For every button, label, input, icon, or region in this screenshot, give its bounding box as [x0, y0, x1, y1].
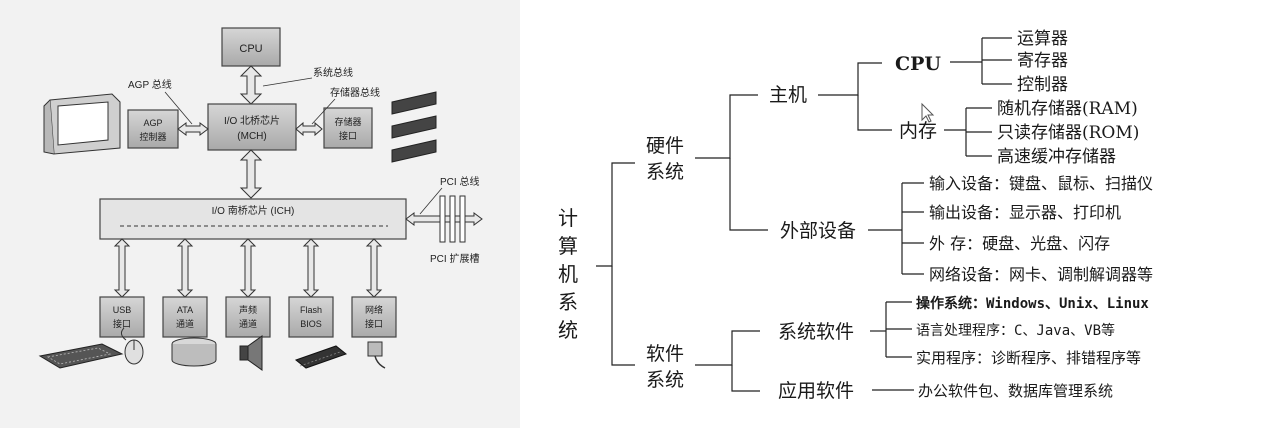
memory-cache: 高速缓冲存储器: [997, 147, 1116, 167]
system-bus-arrow: [239, 65, 263, 105]
system-classification-panel: 计 算 机 系 统 硬件 系统 主机 CPU 运算器 寄存器 控制器 内存 随机…: [520, 0, 1280, 428]
cpu-box: [221, 27, 281, 67]
monitor-icon: [43, 93, 121, 155]
memory-bus-pointer: [311, 98, 336, 125]
hardware-system-label-2: 系统: [646, 161, 684, 183]
speaker-icon: [239, 335, 263, 371]
tree-connectors: [596, 37, 1012, 392]
bios-chip-icon: [294, 345, 348, 369]
agp-controller-label-1: AGP: [143, 118, 162, 128]
system-software-lang: 语言处理程序：C、Java、VB等: [916, 322, 1115, 339]
audio-channel-box: [225, 296, 271, 338]
software-system-label-1: 软件: [646, 343, 684, 365]
pci-slot-label: PCI 扩展槽: [430, 252, 479, 265]
mouse-icon: [120, 327, 144, 365]
peripheral-storage: 外 存：硬盘、光盘、闪存: [929, 234, 1110, 253]
system-software-utils: 实用程序：诊断程序、排错程序等: [916, 349, 1141, 367]
peripheral-output: 输出设备：显示器、打印机: [929, 203, 1121, 222]
agp-bus-pointer: [164, 91, 193, 125]
cpu-part-controller: 控制器: [1017, 75, 1068, 95]
root-label-char-5: 统: [558, 318, 578, 342]
usb-interface-label-1: USB: [113, 305, 132, 315]
hub-link-arrow: [239, 149, 263, 199]
ata-channel-label-1: ATA: [177, 305, 193, 315]
flash-bios-label-2: BIOS: [300, 319, 322, 329]
ram-modules-icon: [391, 91, 437, 163]
network-interface-label-2: 接口: [365, 318, 383, 329]
app-software-item: 办公软件包、数据库管理系统: [918, 382, 1113, 400]
cpu-label: CPU: [239, 43, 262, 55]
network-interface-box: [351, 296, 397, 338]
agp-bus-arrow: [177, 122, 209, 136]
network-interface-label-1: 网络: [365, 304, 383, 315]
mouse-cursor-icon: [921, 102, 935, 123]
software-system-label-2: 系统: [646, 369, 684, 391]
cpu-part-register: 寄存器: [1017, 51, 1068, 71]
root-label-char-3: 机: [558, 262, 578, 286]
flash-bios-box: [288, 296, 334, 338]
root-label-char-2: 算: [558, 234, 578, 258]
ata-channel-label-2: 通道: [176, 318, 194, 329]
memory-rom: 只读存储器(ROM): [997, 123, 1139, 143]
audio-channel-label-2: 通道: [239, 318, 257, 329]
system-bus-pointer: [262, 77, 313, 87]
memory-ram: 随机存储器(RAM): [997, 99, 1138, 119]
cpu-node-label: CPU: [895, 53, 941, 75]
pci-bus-label: PCI 总线: [440, 175, 479, 188]
memory-label: 内存: [899, 120, 937, 142]
north-bridge-box: [207, 103, 297, 151]
peripherals-label: 外部设备: [780, 220, 856, 242]
hardware-architecture-panel: CPU 系统总线 I/O 北桥芯片 (MCH) AGP 控制器 AGP 总线 存…: [0, 0, 520, 428]
north-bridge-label-1: I/O 北桥芯片: [224, 114, 280, 127]
agp-controller-box: [127, 109, 179, 149]
io-channel-arrows: [113, 238, 383, 298]
flash-bios-label-1: Flash: [300, 305, 322, 315]
audio-channel-label-1: 声频: [239, 304, 257, 315]
north-bridge-label-2: (MCH): [237, 131, 266, 142]
mem-bus-arrow: [295, 121, 323, 137]
keyboard-icon: [38, 343, 124, 369]
system-software-os: 操作系统：Windows、Unix、Linux: [916, 295, 1149, 312]
south-bridge-box: [99, 198, 407, 240]
host-label: 主机: [769, 84, 807, 106]
ata-channel-box: [162, 296, 208, 338]
system-bus-label: 系统总线: [313, 66, 353, 79]
memory-bus-label: 存储器总线: [330, 86, 380, 99]
hardware-system-label-1: 硬件: [646, 135, 684, 157]
peripheral-network: 网络设备：网卡、调制解调器等: [929, 265, 1153, 284]
peripheral-input: 输入设备：键盘、鼠标、扫描仪: [929, 174, 1153, 193]
memory-interface-box: [323, 107, 373, 149]
south-bridge-label: I/O 南桥芯片 (ICH): [212, 204, 295, 217]
agp-controller-label-2: 控制器: [139, 131, 166, 142]
agp-bus-label: AGP 总线: [128, 78, 172, 91]
memory-interface-label-2: 接口: [339, 130, 357, 141]
hard-disk-icon: [171, 337, 217, 367]
memory-interface-label-1: 存储器: [334, 116, 361, 127]
network-plug-icon: [367, 341, 386, 369]
root-label-char-1: 计: [558, 206, 578, 230]
pci-slots: [439, 195, 466, 243]
pci-bus-pointer: [419, 187, 443, 215]
system-classification-tree: 计 算 机 系 统 硬件 系统 主机 CPU 运算器 寄存器 控制器 内存 随机…: [558, 29, 1153, 402]
usb-interface-label-2: 接口: [113, 318, 131, 329]
cpu-part-alu: 运算器: [1017, 29, 1068, 49]
root-label-char-4: 系: [558, 290, 578, 314]
app-software-label: 应用软件: [778, 380, 854, 402]
system-software-label: 系统软件: [778, 321, 854, 343]
hardware-architecture-diagram: CPU 系统总线 I/O 北桥芯片 (MCH) AGP 控制器 AGP 总线 存…: [38, 27, 483, 371]
